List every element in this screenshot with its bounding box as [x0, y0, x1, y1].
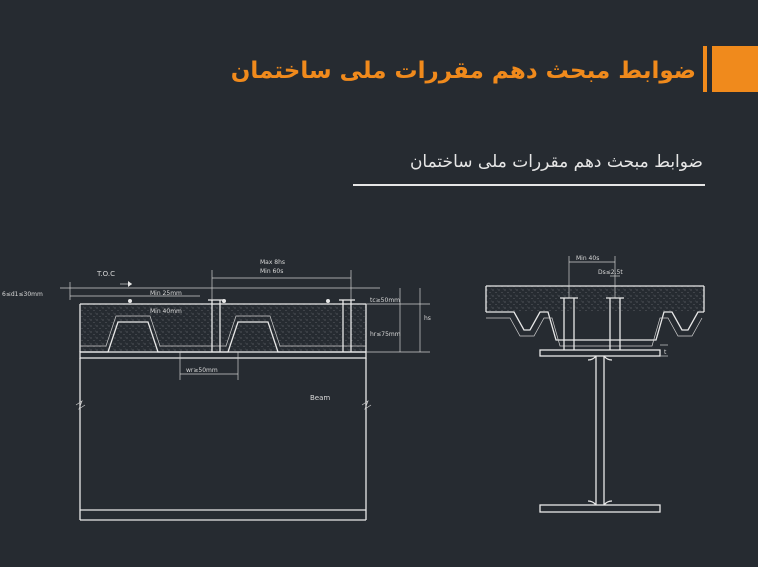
min-cover-label: Min 25mm	[150, 290, 182, 297]
slide-subtitle: ضوابط مبحث دهم مقررات ملی ساختمان	[409, 152, 703, 172]
right-drawing-labels: Min 40s Ds≤2.5t t	[576, 255, 667, 356]
slide-title: ضوابط مبحث دهم مقررات ملی ساختمان	[230, 58, 696, 84]
min-edge-label: Min 40s	[576, 255, 599, 262]
hr-label: hr≤75mm	[370, 331, 401, 338]
toc-label: T.O.C	[96, 270, 115, 278]
flange-thickness-label: t	[664, 349, 667, 356]
left-drawing-labels: T.O.C 6≤d1≤30mm Max 8hs Min 60s Min 25mm…	[2, 259, 431, 402]
wr-label: wr≥50mm	[186, 367, 218, 374]
cover-range-label: 6≤d1≤30mm	[2, 291, 43, 298]
title-accent-block	[712, 46, 758, 92]
min-stud-label: Min 40mm	[150, 308, 182, 315]
tc-label: tc≥50mm	[370, 297, 400, 304]
right-beam-section	[485, 256, 705, 513]
left-slab-section	[60, 270, 430, 521]
title-accent-bar	[703, 46, 707, 92]
min-spacing-label: Min 60s	[260, 268, 283, 275]
beam-label: Beam	[310, 394, 330, 402]
stud-diameter-label: Ds≤2.5t	[598, 269, 623, 276]
hs-label: hs	[424, 315, 431, 322]
subtitle-underline	[353, 184, 705, 186]
max-spacing-label: Max 8hs	[260, 259, 285, 266]
